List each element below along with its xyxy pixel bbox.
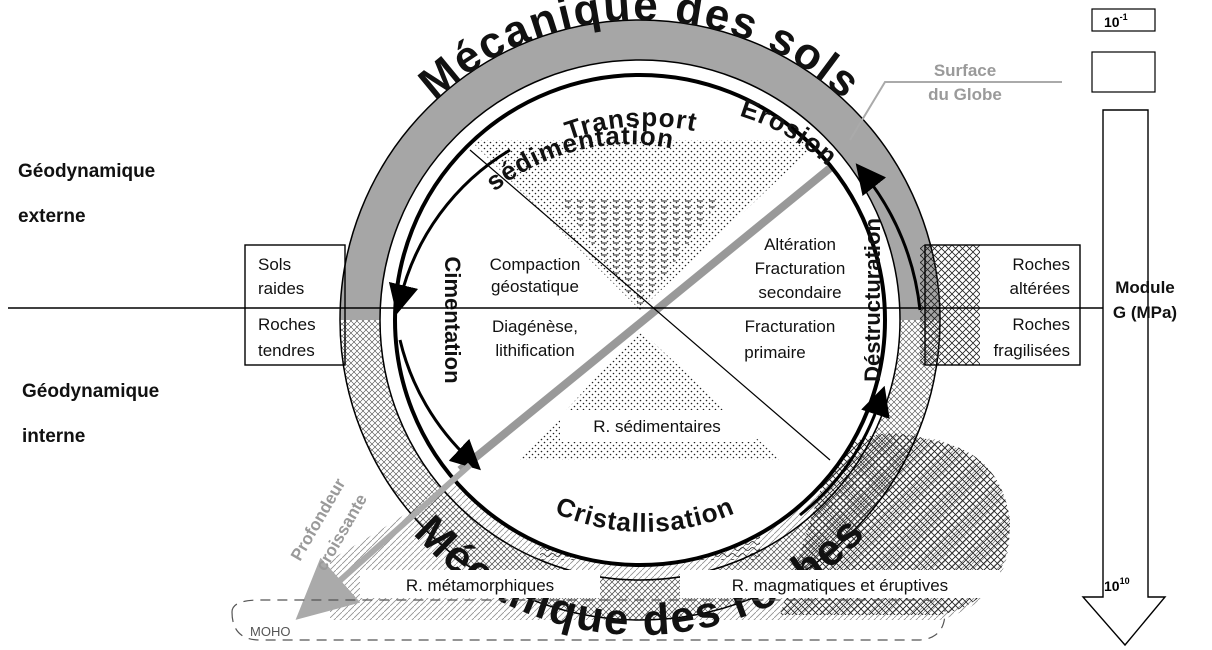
tendres-label: tendres: [258, 341, 315, 360]
outer-ring: [339, 19, 980, 621]
inner-circle: [395, 75, 885, 565]
rock-labels: R. sédimentaires R. métamorphiques R. ma…: [360, 410, 1000, 598]
sols-label: Sols: [258, 255, 291, 274]
raides-label: raides: [258, 279, 304, 298]
modulus-scale: 10-1 1010 Module G (MPa): [1081, 8, 1177, 647]
moho-label: MOHO: [250, 624, 290, 639]
fragilisees-label: fragilisées: [993, 341, 1070, 360]
compaction-label: Compaction: [490, 255, 581, 274]
quadrant-texts: Compaction géostatique Altération Fractu…: [490, 235, 846, 362]
scale-arrow: [1081, 109, 1167, 647]
surface-du-globe: Surface du Globe: [849, 61, 1062, 141]
left-boxes: Sols raides Roches tendres: [244, 244, 346, 366]
g-mpa-label: G (MPa): [1113, 303, 1177, 322]
magmatiques-label: R. magmatiques et éruptives: [732, 576, 948, 595]
cimentation-label: Cimentation: [440, 256, 465, 383]
alterees-label: altérées: [1010, 279, 1070, 298]
right-boxes: Roches altérées Roches fragilisées: [924, 244, 1081, 366]
metamorphiques-label: R. métamorphiques: [406, 576, 554, 595]
cycle-arrows: [388, 148, 922, 517]
geodynamique-externe-1: Géodynamique: [18, 161, 155, 182]
module-label: Module: [1115, 278, 1175, 297]
fracturation-label: Fracturation: [755, 259, 846, 278]
geostatique-label: géostatique: [491, 277, 579, 296]
fracturation-primaire-label: Fracturation: [745, 317, 836, 336]
secondaire-label: secondaire: [758, 283, 841, 302]
sedimentaires-label: R. sédimentaires: [593, 417, 721, 436]
alteration-label: Altération: [764, 235, 836, 254]
roches-alterees-label: Roches: [1012, 255, 1070, 274]
moho-zone: MOHO: [231, 599, 946, 641]
geodynamique-interne-1: Géodynamique: [22, 381, 159, 402]
primaire-label: primaire: [744, 343, 805, 362]
destructuration-label: Déstructuration: [860, 218, 885, 382]
lithification-label: lithification: [495, 341, 574, 360]
geodynamique-externe-2: externe: [18, 206, 86, 227]
globe-label: du Globe: [928, 85, 1002, 104]
roches-fragilisees-label: Roches: [1012, 315, 1070, 334]
geodynamique-interne-2: interne: [22, 426, 85, 447]
surface-label: Surface: [934, 61, 996, 80]
diagenese-label: Diagénèse,: [492, 317, 578, 336]
roches-tendres-label: Roches: [258, 315, 316, 334]
